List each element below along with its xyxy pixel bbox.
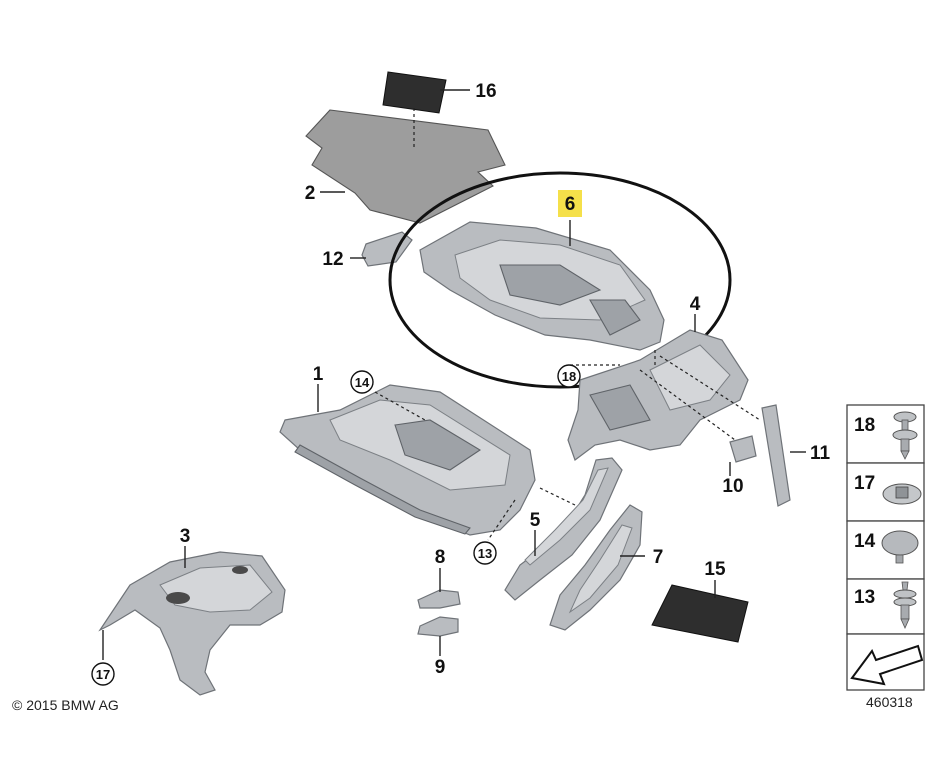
part-2-pad[interactable] [305, 109, 506, 224]
part-6-rear-shelf[interactable] [419, 221, 665, 351]
copyright-text: © 2015 BMW AG [12, 697, 119, 713]
label-3: 3 [180, 526, 191, 547]
label-4: 4 [690, 294, 701, 315]
part-8-clip[interactable] [417, 589, 461, 609]
nut-17-icon [882, 483, 922, 505]
part-4-side-panel[interactable] [567, 329, 749, 461]
legend-label-13: 13 [854, 587, 875, 608]
part-labels: 16 2 12 6 4 1 3 5 7 8 9 10 11 15 [180, 81, 831, 678]
label-12: 12 [322, 249, 343, 270]
highlight-6-box [558, 190, 582, 217]
part-12-wedge[interactable] [361, 231, 413, 267]
legend-cell-13[interactable] [846, 578, 925, 635]
fastener-legend: 18 17 14 13 [846, 404, 925, 691]
rivet-13-icon [893, 581, 917, 629]
label-10: 10 [722, 476, 743, 497]
part-1-floor-panel[interactable] [279, 384, 536, 536]
legend-label-18: 18 [854, 415, 875, 436]
part-15-mat[interactable] [651, 584, 749, 643]
leader-lines [102, 89, 806, 660]
circled-callouts: 14 18 13 17 [91, 364, 581, 686]
forward-arrow-icon [850, 644, 924, 686]
part-9-clip[interactable] [417, 616, 459, 637]
part-16-mat[interactable] [382, 71, 447, 114]
label-8: 8 [435, 547, 446, 568]
label-16: 16 [475, 81, 496, 102]
circle-17: 17 [96, 667, 110, 682]
circle-18: 18 [562, 369, 576, 384]
highlight-ellipse [388, 171, 732, 389]
part-11-strip[interactable] [761, 404, 791, 507]
label-15: 15 [704, 559, 726, 580]
legend-label-14: 14 [854, 531, 876, 552]
label-2: 2 [305, 183, 316, 204]
part-7-bracket[interactable] [549, 504, 643, 631]
label-5: 5 [530, 510, 541, 531]
part-10-bracket[interactable] [729, 435, 757, 463]
label-9: 9 [435, 657, 446, 678]
circle-14: 14 [355, 375, 370, 390]
label-6: 6 [565, 194, 576, 215]
label-11: 11 [810, 443, 831, 464]
cap-14-icon [881, 530, 919, 564]
label-1: 1 [313, 364, 324, 385]
clip-18-icon [892, 411, 918, 460]
legend-label-17: 17 [854, 473, 875, 494]
diagram-number: 460318 [866, 694, 913, 710]
part-3-tunnel[interactable] [98, 551, 286, 696]
part-5-pillar[interactable] [504, 457, 623, 601]
circle-13: 13 [478, 546, 492, 561]
label-7: 7 [653, 547, 664, 568]
